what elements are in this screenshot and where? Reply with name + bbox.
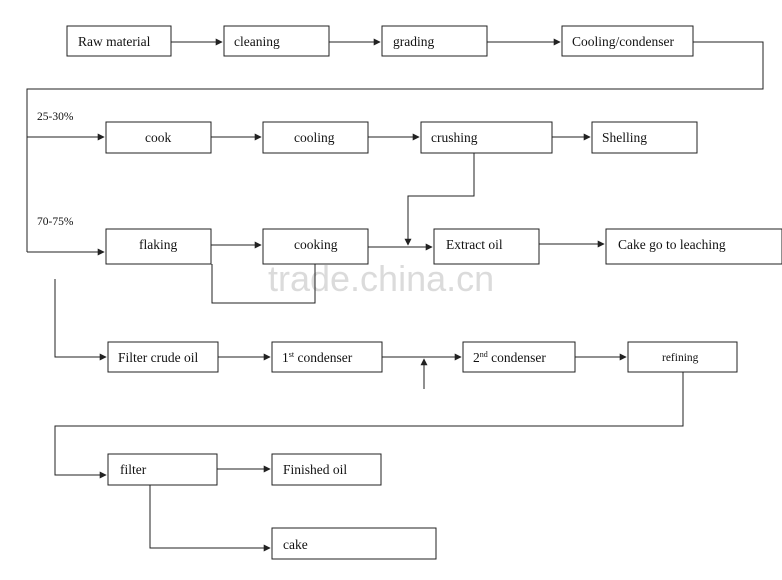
node-flaking: flaking	[105, 228, 212, 265]
node-cleaning: cleaning	[223, 25, 330, 57]
node-label: flaking	[139, 237, 177, 252]
node-label: cook	[145, 130, 171, 145]
node-label: refining	[662, 352, 699, 364]
node-label: filter	[120, 462, 147, 477]
node-label: Cake go to leaching	[618, 237, 726, 252]
connector-flaking-cooking-loop	[211, 264, 316, 304]
node-condenser-1: 1st condenser	[271, 341, 383, 373]
node-extract-oil: Extract oil	[433, 228, 540, 265]
node-condenser-2: 2nd condenser	[462, 341, 576, 373]
node-refining: refining	[627, 341, 738, 373]
node-label: cleaning	[234, 34, 280, 49]
node-label: Filter crude oil	[118, 350, 198, 365]
node-label: cooking	[294, 237, 338, 252]
node-label: grading	[393, 34, 434, 49]
condenser-1-ordinal: st	[289, 350, 295, 359]
node-label: Finished oil	[283, 462, 347, 477]
node-cooling: cooling	[262, 121, 369, 154]
connector-crushing-to-extract	[404, 153, 475, 246]
node-cake-leaching: Cake go to leaching	[605, 228, 782, 265]
node-cooling-condenser: Cooling/condenser	[561, 25, 694, 57]
node-filter-crude-oil: Filter crude oil	[107, 341, 219, 373]
connector-to-filter-crude	[54, 279, 107, 361]
node-label: Cooling/condenser	[572, 34, 674, 49]
watermark: trade.china.cn	[268, 258, 494, 299]
branch-label-upper: 25-30%	[37, 111, 74, 123]
node-label: cooling	[294, 130, 335, 145]
node-crushing: crushing	[420, 121, 553, 154]
node-grading: grading	[381, 25, 488, 57]
node-label: Shelling	[602, 130, 647, 145]
node-label: 1st condenser	[282, 350, 353, 365]
node-label: cake	[283, 537, 308, 552]
condenser-2-label: condenser	[488, 350, 547, 365]
node-label: Extract oil	[446, 237, 503, 252]
node-cooking: cooking	[262, 228, 369, 265]
node-shelling: Shelling	[591, 121, 698, 154]
node-label: Raw material	[78, 34, 151, 49]
node-cake: cake	[271, 527, 437, 560]
condenser-2-ordinal: nd	[480, 350, 488, 359]
node-raw-material: Raw material	[66, 25, 172, 57]
connector-refining-to-filter	[54, 372, 684, 479]
node-filter: filter	[107, 453, 218, 486]
node-label: crushing	[431, 130, 478, 145]
connector-filter-to-cake	[149, 485, 271, 552]
node-cook: cook	[105, 121, 212, 154]
branch-label-lower: 70-75%	[37, 216, 74, 228]
node-label: 2nd condenser	[473, 350, 546, 365]
condenser-1-label: condenser	[294, 350, 353, 365]
condenser-1-number: 1	[282, 350, 289, 365]
node-finished-oil: Finished oil	[271, 453, 382, 486]
connector-row1-to-row2	[26, 41, 764, 252]
condenser-2-number: 2	[473, 350, 480, 365]
